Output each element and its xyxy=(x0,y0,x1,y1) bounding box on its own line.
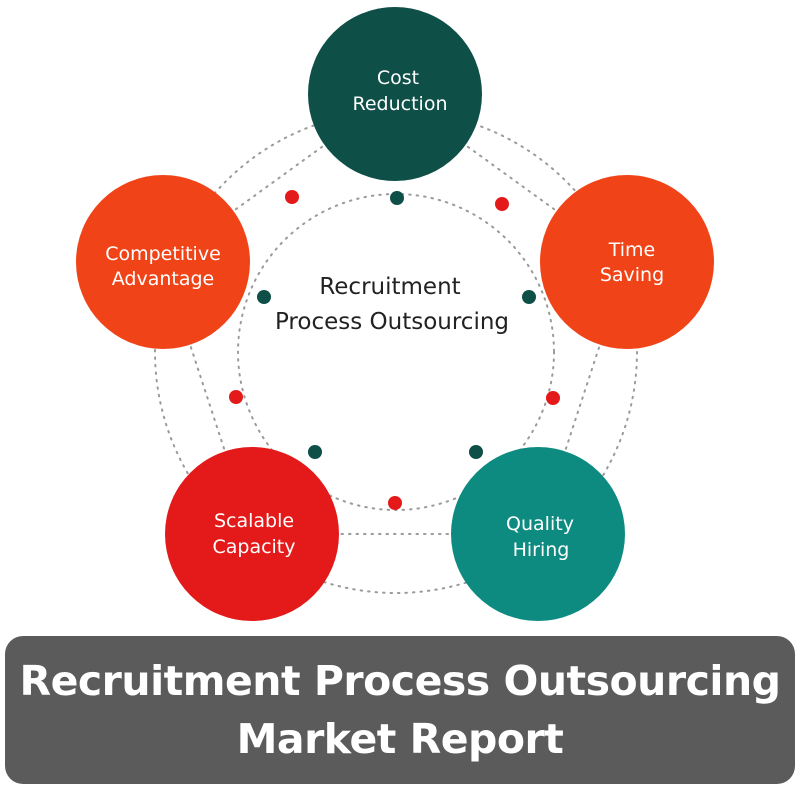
node-cost-reduction: Cost Reduction xyxy=(308,7,482,181)
center-title-line1: Recruitment xyxy=(319,274,460,300)
connector-dot xyxy=(469,445,483,459)
node-label-line1: Scalable xyxy=(214,510,294,532)
node-label-line2: Hiring xyxy=(513,539,570,561)
node-label-line1: Quality xyxy=(506,513,574,535)
connector-line xyxy=(537,261,628,535)
node-label-line1: Time xyxy=(608,239,656,261)
banner-title-line1: Recruitment Process Outsourcing xyxy=(19,657,781,705)
node-circle xyxy=(451,447,625,621)
node-circle xyxy=(308,7,482,181)
node-circle xyxy=(76,175,250,349)
connector-dot xyxy=(522,290,536,304)
connector-dot xyxy=(388,496,402,510)
connector-dot xyxy=(257,290,271,304)
node-label-line1: Cost xyxy=(377,67,419,89)
node-time-saving: Time Saving xyxy=(540,175,714,349)
node-competitive-advantage: Competitive Advantage xyxy=(76,175,250,349)
connector-dot xyxy=(229,390,243,404)
node-label-line2: Advantage xyxy=(112,268,215,290)
connector-lines xyxy=(162,93,628,535)
connector-dot xyxy=(546,391,560,405)
connector-line xyxy=(162,261,253,535)
node-quality-hiring: Quality Hiring xyxy=(451,447,625,621)
teal-dots xyxy=(257,191,536,459)
node-label-line1: Competitive xyxy=(105,243,221,265)
connector-dot xyxy=(390,191,404,205)
red-dots xyxy=(229,190,560,510)
banner-title-line2: Market Report xyxy=(236,715,564,763)
center-title-line2: Process Outsourcing xyxy=(275,309,509,335)
node-label-line2: Capacity xyxy=(212,536,295,558)
node-label-line2: Reduction xyxy=(353,93,448,115)
title-banner: Recruitment Process Outsourcing Market R… xyxy=(5,636,795,784)
outer-dotted-ring xyxy=(154,110,638,594)
connector-line xyxy=(162,93,396,263)
connector-dot xyxy=(495,197,509,211)
node-circle xyxy=(165,447,339,621)
connector-dot xyxy=(308,445,322,459)
connector-dot xyxy=(285,190,299,204)
node-scalable-capacity: Scalable Capacity xyxy=(165,447,339,621)
connector-line xyxy=(394,93,628,263)
node-label-line2: Saving xyxy=(600,264,664,286)
node-circle xyxy=(540,175,714,349)
